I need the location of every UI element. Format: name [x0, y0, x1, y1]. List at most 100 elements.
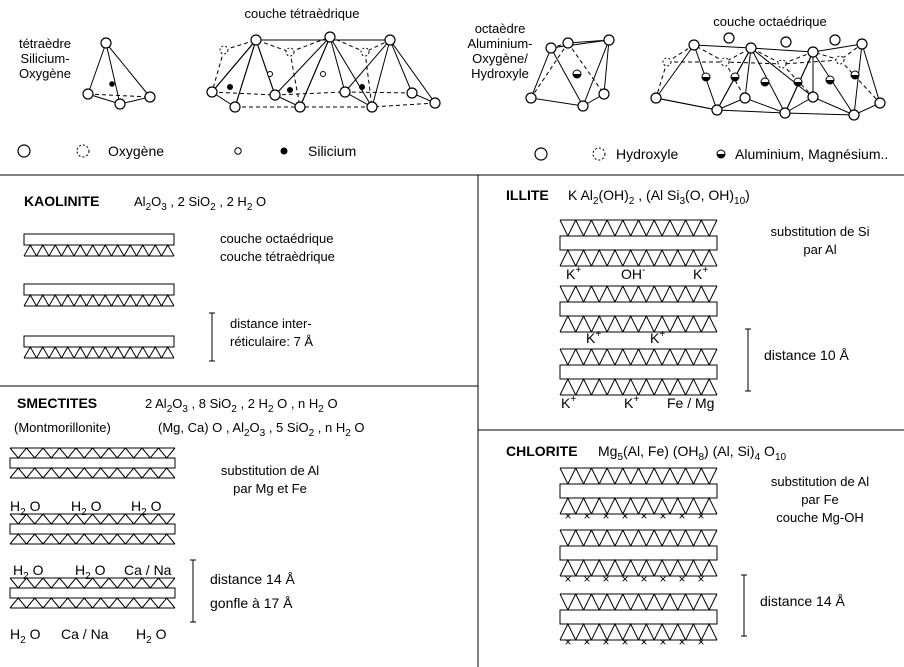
smectites-row-2: H2 O H2 O Ca / Na	[13, 562, 172, 582]
ion-label: Fe / Mg	[667, 395, 714, 411]
smectites-subname: (Montmorillonite)	[14, 420, 111, 435]
brucite-cross-mark: ×	[564, 572, 571, 586]
tetrahedron-label-1: tétraèdre	[19, 36, 71, 51]
legend-hydroxyl-label: Hydroxyle	[616, 146, 678, 162]
top-legend-panel: tétraèdre Silicium- Oxygène couche tétra…	[17, 6, 888, 162]
hydroxyl-hidden-symbol	[592, 147, 606, 161]
octahedron-label-1: octaèdre	[475, 21, 526, 36]
water-label: H2 O	[136, 626, 167, 646]
chlorite-substitution-3: couche Mg-OH	[776, 510, 863, 525]
smectites-distance-1: distance 14 Å	[210, 571, 295, 587]
kaolinite-title: KAOLINITE	[24, 193, 99, 209]
brucite-cross-mark: ×	[678, 635, 685, 649]
illite-row-1: K+ OH- K+	[566, 265, 708, 282]
octahedron-drawing	[525, 34, 615, 112]
oxygen-solid-symbol	[17, 144, 31, 158]
chlorite-layers	[559, 467, 718, 641]
illite-distance-bracket	[745, 328, 751, 392]
smectites-distance-bracket	[190, 559, 196, 623]
water-label: H2 O	[131, 498, 162, 518]
water-label: H2 O	[10, 626, 41, 646]
tetrahedron-label-2: Silicium-	[20, 51, 69, 66]
smectites-row-3: H2 O Ca / Na H2 O	[10, 626, 167, 646]
silicon-open-symbol	[234, 147, 242, 155]
oxygen-hidden-symbol	[76, 144, 90, 158]
smectites-title: SMECTITES	[17, 395, 97, 411]
water-label: H2 O	[13, 562, 44, 582]
illite-section: ILLITE K Al2(OH)2 , (Al Si3(O, OH)10) K+…	[506, 187, 870, 411]
sheet-unit	[559, 285, 718, 333]
chlorite-distance-bracket	[741, 574, 747, 637]
octahedron-label-2: Aluminium-	[467, 36, 532, 51]
smectites-formula: 2 Al2O3 , 8 SiO2 , 2 H2 O , n H2 O	[145, 396, 338, 415]
brucite-cross-mark: ×	[564, 635, 571, 649]
kaolinite-distance-1: distance inter-	[230, 316, 312, 331]
brucite-cross-mark: ×	[583, 572, 590, 586]
sheet-unit	[559, 467, 718, 515]
water-label: H2 O	[75, 562, 106, 582]
brucite-cross-mark: ×	[640, 509, 647, 523]
ion-label: K+	[650, 329, 665, 346]
brucite-cross-mark: ×	[640, 635, 647, 649]
sheet-unit	[559, 219, 718, 267]
hydroxyl-solid-symbol	[534, 147, 548, 161]
illite-layers	[559, 219, 718, 396]
octahedral-layer-drawing	[650, 32, 886, 121]
kaolinite-octa-label: couche octaédrique	[220, 231, 333, 246]
octahedral-layer-title: couche octaédrique	[713, 14, 826, 29]
brucite-cross-mark: ×	[583, 509, 590, 523]
illite-row-3: K+ K+ Fe / Mg	[561, 394, 714, 411]
illite-distance: distance 10 Å	[764, 347, 849, 363]
sheet-unit	[23, 233, 175, 257]
legend-aluminium-label: Aluminium, Magnésium..	[735, 146, 888, 162]
sheet-unit	[23, 283, 175, 307]
chlorite-formula: Mg5(Al, Fe) (OH8) (Al, Si)4 O10	[598, 443, 786, 463]
brucite-row-3: ××××××××	[564, 635, 704, 649]
ion-label: K+	[586, 329, 601, 346]
smectites-section: SMECTITES 2 Al2O3 , 8 SiO2 , 2 H2 O , n …	[9, 395, 365, 646]
octahedron-label-4: Hydroxyle	[471, 66, 529, 81]
atom-legend: Oxygène Silicium Hydroxyle Aluminium, Ma…	[17, 143, 888, 162]
sheet-unit	[559, 348, 718, 396]
octahedron-label-3: Oxygène/	[472, 51, 528, 66]
chlorite-section: CHLORITE Mg5(Al, Fe) (OH8) (Al, Si)4 O10…	[506, 443, 869, 649]
chlorite-substitution-1: substitution de Al	[771, 474, 869, 489]
sheet-unit	[9, 447, 176, 479]
brucite-cross-mark: ×	[621, 572, 628, 586]
sheet-unit	[9, 513, 176, 545]
brucite-cross-mark: ×	[602, 635, 609, 649]
illite-substitution-2: par Al	[803, 242, 836, 257]
brucite-row-1: ××××××××	[564, 509, 704, 523]
sheet-unit	[559, 593, 718, 641]
sheet-unit	[9, 577, 176, 609]
chlorite-title: CHLORITE	[506, 443, 578, 459]
brucite-cross-mark: ×	[602, 572, 609, 586]
tetrahedron-drawing	[82, 37, 156, 110]
brucite-cross-mark: ×	[678, 572, 685, 586]
chlorite-substitution-2: par Fe	[801, 492, 839, 507]
smectites-substitution-2: par Mg et Fe	[233, 481, 307, 496]
smectites-row-1: H2 O H2 O H2 O	[10, 498, 162, 518]
ion-label: OH-	[621, 265, 645, 282]
brucite-cross-mark: ×	[602, 509, 609, 523]
kaolinite-distance-bracket	[209, 312, 215, 362]
sheet-unit	[559, 529, 718, 577]
ion-label: K+	[693, 265, 708, 282]
brucite-cross-mark: ×	[659, 572, 666, 586]
chlorite-distance: distance 14 Å	[760, 593, 845, 609]
smectites-distance-2: gonfle à 17 Å	[210, 595, 293, 611]
smectites-formula-2: (Mg, Ca) O , Al2O3 , 5 SiO2 , n H2 O	[158, 420, 365, 439]
brucite-cross-mark: ×	[678, 509, 685, 523]
brucite-cross-mark: ×	[621, 635, 628, 649]
tetrahedral-layer-title: couche tétraèdrique	[245, 6, 360, 21]
brucite-cross-mark: ×	[697, 572, 704, 586]
smectites-layers	[9, 447, 176, 609]
brucite-cross-mark: ×	[583, 635, 590, 649]
legend-oxygen-label: Oxygène	[108, 143, 164, 159]
section-dividers	[0, 174, 904, 667]
water-label: H2 O	[71, 498, 102, 518]
brucite-cross-mark: ×	[659, 509, 666, 523]
brucite-cross-mark: ×	[659, 635, 666, 649]
brucite-cross-mark: ×	[697, 509, 704, 523]
